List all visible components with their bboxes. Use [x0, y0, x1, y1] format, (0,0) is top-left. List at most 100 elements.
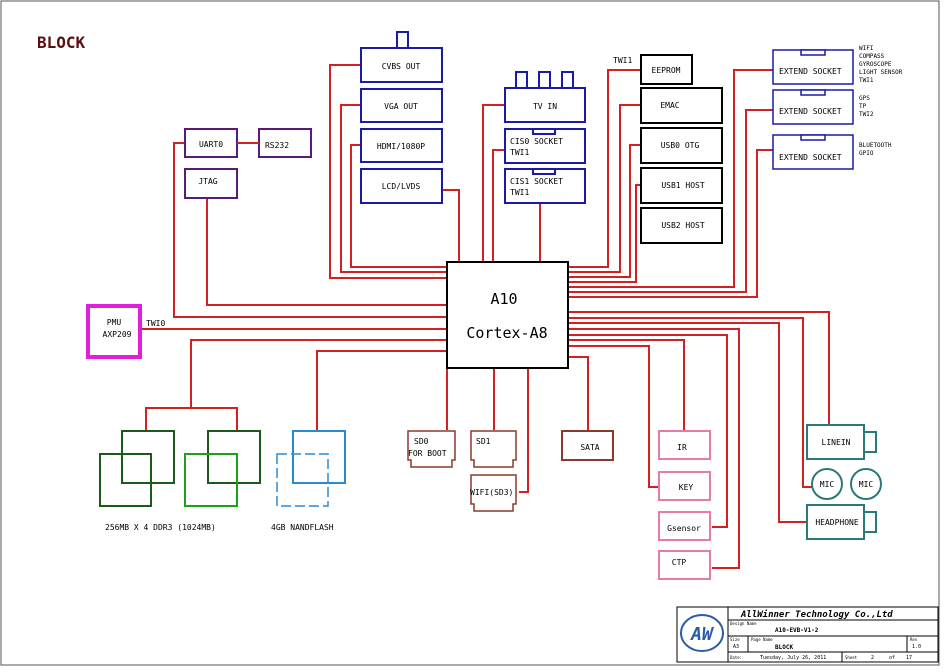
- tvin-tab-3: [561, 71, 574, 89]
- csi1-notch: [532, 168, 556, 175]
- ext2-note-1: GPS: [859, 95, 870, 102]
- sd0-slot: [407, 430, 456, 468]
- headphone-jack: [863, 511, 877, 533]
- wire-lcd: [442, 189, 460, 262]
- csi1-bus: TWI1: [510, 188, 529, 197]
- usb2-block: [640, 207, 723, 244]
- sd1-slot: [470, 430, 517, 468]
- size-value: A3: [733, 644, 739, 650]
- wire-jtag: [206, 199, 447, 306]
- tvin-tab-1: [515, 71, 528, 89]
- usb2-label: USB2 HOST: [661, 221, 705, 230]
- title-block: [676, 606, 939, 663]
- size-label: Size: [730, 637, 740, 642]
- cvbs-label: CVBS OUT: [382, 62, 421, 71]
- wire-sata: [568, 356, 589, 430]
- lcd-lvds-block: [360, 168, 443, 204]
- tvin-label: TV IN: [533, 102, 557, 111]
- rev-label: Rev: [910, 637, 918, 642]
- ext1-note-3: GYROSCOPE: [859, 61, 892, 68]
- linein-block: [806, 424, 865, 460]
- extend-socket-3-notch: [800, 134, 826, 141]
- wire-ir: [568, 339, 685, 430]
- wire-linein: [568, 311, 830, 425]
- ext1-note-2: COMPASS: [859, 53, 885, 60]
- extend-socket-3-label: EXTEND SOCKET: [779, 153, 842, 162]
- wire-csi0: [492, 149, 505, 262]
- wire-cvbs: [329, 64, 447, 279]
- wire-tvin: [482, 104, 505, 262]
- of-value: 17: [906, 655, 912, 661]
- date-label: Date:: [730, 655, 742, 660]
- ext1-note-5: TWI1: [859, 77, 874, 84]
- rs232-label: RS232: [265, 141, 289, 150]
- csi0-label: CIS0 SOCKET: [510, 137, 563, 146]
- linein-label: LINEIN: [822, 438, 851, 447]
- csi0-block: [504, 128, 586, 164]
- usb0-label: USB0 OTG: [661, 141, 700, 150]
- wire-vga: [340, 104, 447, 273]
- sd0-boot-label: FOR BOOT: [408, 449, 447, 458]
- ctp-label: CTP: [672, 558, 687, 567]
- gsensor-block: [658, 511, 711, 541]
- key-label: KEY: [679, 483, 694, 492]
- page-name: BLOCK: [775, 644, 793, 651]
- allwinner-logo-icon: [680, 614, 724, 652]
- wire-ctp: [568, 328, 740, 569]
- hdmi-label: HDMI/1080P: [377, 142, 425, 151]
- page-name-label: Page Name: [751, 637, 773, 642]
- rev-value: 1.0: [912, 644, 921, 650]
- sheet-value: 2: [871, 655, 874, 661]
- wire-gsensor: [568, 334, 728, 528]
- wire-wifi: [519, 368, 529, 493]
- ctp-block: [658, 550, 711, 580]
- extend-socket-1-notch: [800, 49, 826, 56]
- wire-emac: [568, 104, 641, 273]
- usb0-block: [640, 127, 723, 164]
- wire-key: [568, 345, 659, 488]
- sata-block: [561, 430, 614, 461]
- tv-in-block: [504, 87, 586, 123]
- nand-chip-1: [292, 430, 346, 484]
- extend-socket-2-label: EXTEND SOCKET: [779, 107, 842, 116]
- cpu-block: [446, 261, 569, 369]
- emac-block: [640, 87, 723, 124]
- linein-jack: [863, 431, 877, 453]
- sd1-label: SD1: [476, 437, 491, 446]
- ir-label: IR: [677, 443, 687, 452]
- wire-ddr: [190, 339, 447, 408]
- design-name-label: Design Name: [730, 621, 757, 626]
- csi1-label: CIS1 SOCKET: [510, 177, 563, 186]
- vga-out-block: [360, 88, 443, 123]
- wire-usb0: [568, 144, 641, 278]
- ext2-note-3: TWI2: [859, 111, 874, 118]
- usb1-label: USB1 HOST: [661, 181, 705, 190]
- headphone-block: [806, 504, 865, 540]
- eeprom-bus-label: TWI1: [613, 56, 632, 65]
- ddr-chip-2: [99, 453, 152, 507]
- ddr-chip-4: [184, 453, 238, 507]
- logo-text: AW: [690, 624, 715, 645]
- uart0-label: UART0: [199, 140, 223, 149]
- jtag-block: [184, 168, 238, 199]
- wire-headphone: [568, 322, 807, 523]
- extend-socket-2: [772, 89, 854, 125]
- pmu-label: PMU: [107, 318, 122, 327]
- ddr-label: 256MB X 4 DDR3 (1024MB): [105, 523, 216, 532]
- wire-ext1: [568, 69, 773, 288]
- csi0-bus: TWI1: [510, 148, 529, 157]
- key-block: [658, 471, 711, 501]
- date-value: Tuesday, July 26, 2011: [760, 655, 826, 661]
- sheet-label: Sheet: [845, 655, 858, 660]
- wire-mic: [568, 317, 813, 488]
- tvin-tab-2: [538, 71, 551, 89]
- eeprom-block: [640, 54, 693, 85]
- gsensor-label: Gsensor: [667, 524, 701, 533]
- wifi-sd3-slot: [470, 474, 517, 512]
- cvbs-connector-tab: [396, 31, 409, 49]
- ext3-note-2: GPIO: [859, 150, 874, 157]
- wire-hdmi: [350, 144, 447, 268]
